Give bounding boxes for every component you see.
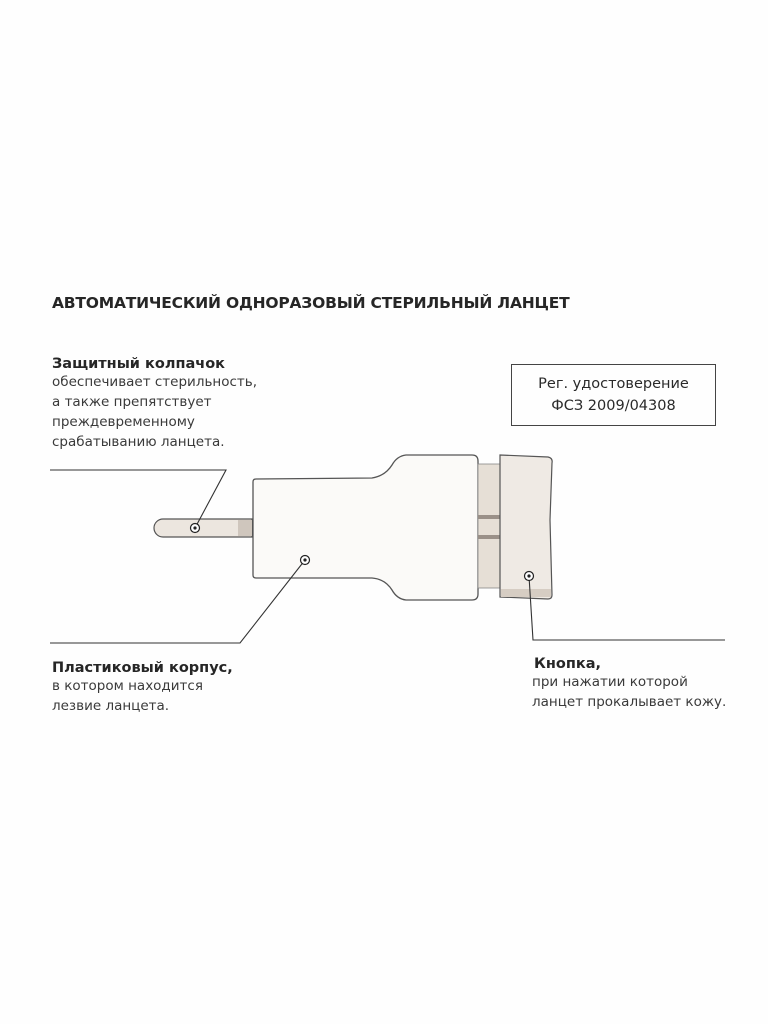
cap-leader-line	[50, 469, 227, 529]
cap-callout: Защитный колпачок обеспечивает стерильно…	[52, 356, 257, 452]
lancet-cap	[153, 518, 253, 538]
button-desc-2: ланцет прокалывает кожу.	[532, 694, 727, 710]
button-heading: Кнопка,	[534, 656, 601, 672]
body-marker-dot	[299, 554, 311, 566]
button-callout: Кнопка, при нажатии которой ланцет прока…	[532, 656, 727, 712]
body-desc-2: лезвие ланцета.	[52, 698, 170, 714]
diagram-title: АВТОМАТИЧЕСКИЙ ОДНОРАЗОВЫЙ СТЕРИЛЬНЫЙ ЛА…	[52, 294, 570, 312]
cap-heading: Защитный колпачок	[52, 356, 226, 372]
cap-desc-2: а также препятствует	[52, 394, 212, 410]
lancet-body	[252, 454, 479, 601]
cap-desc-4: срабатыванию ланцета.	[52, 434, 225, 450]
cap-marker-dot	[189, 522, 201, 534]
cap-shade	[238, 520, 252, 536]
registration-line-1: Рег. удостоверение	[538, 376, 689, 392]
lancet-collar	[477, 463, 501, 589]
button-desc-1: при нажатии которой	[532, 674, 688, 690]
cap-desc-1: обеспечивает стерильность,	[52, 374, 258, 390]
registration-box: Рег. удостоверение ФСЗ 2009/04308	[511, 364, 716, 426]
cap-desc-3: преждевременному	[52, 414, 195, 430]
button-leader-line	[528, 575, 725, 641]
body-desc-1: в котором находится	[52, 678, 203, 694]
body-callout: Пластиковый корпус, в котором находится …	[52, 660, 233, 716]
body-heading: Пластиковый корпус,	[52, 660, 233, 676]
button-marker-dot	[523, 570, 535, 582]
registration-line-2: ФСЗ 2009/04308	[551, 398, 676, 414]
lancet-button	[499, 454, 553, 600]
body-leader-line	[50, 559, 306, 644]
